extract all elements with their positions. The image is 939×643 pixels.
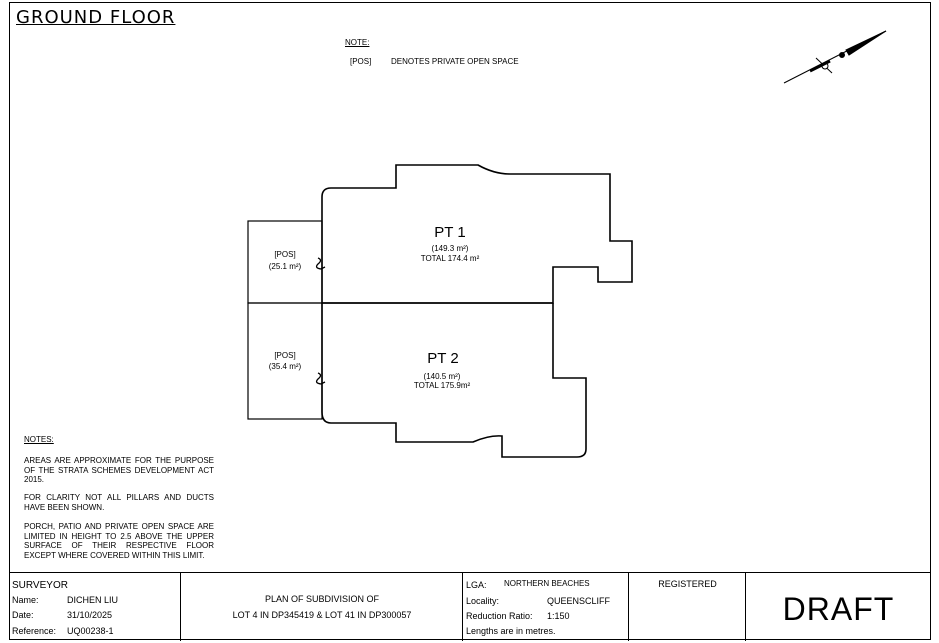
name-value: DICHEN LIU	[67, 595, 119, 605]
ratio-value: 1:150	[547, 611, 570, 621]
surveyor-cell: SURVEYOR Name: DICHEN LIU Date: 31/10/20…	[9, 573, 181, 641]
drawing-frame	[9, 2, 931, 640]
draft-cell: DRAFT	[746, 573, 931, 641]
lot-pt1-area: (149.3 m²)	[431, 244, 469, 253]
title-block: SURVEYOR Name: DICHEN LIU Date: 31/10/20…	[9, 572, 931, 641]
lot-pt2-boundary	[321, 303, 587, 458]
plan-title-cell: PLAN OF SUBDIVISION OF LOT 4 IN DP345419…	[181, 573, 463, 641]
lga-label: LGA:	[466, 580, 487, 590]
notes-heading: NOTES:	[24, 435, 54, 444]
pos2-area: (35.4 m²)	[268, 362, 302, 371]
units-note: Lengths are in metres.	[466, 626, 556, 636]
door-symbol-2	[315, 372, 326, 385]
plan-lots: LOT 4 IN DP345419 & LOT 41 IN DP300057	[232, 610, 412, 620]
lot-pt2-total: TOTAL 175.9m²	[413, 381, 471, 390]
lot-pt1-label: PT 1	[434, 224, 466, 241]
pos2-label: [POS]	[274, 351, 296, 360]
ratio-label: Reduction Ratio:	[466, 611, 533, 621]
reference-label: Reference:	[12, 626, 57, 636]
reference-value: UQ00238-1	[67, 626, 114, 636]
pos1-area: (25.1 m²)	[268, 262, 302, 271]
pos-area-2	[247, 302, 323, 420]
date-label: Date:	[12, 610, 34, 620]
legend-heading: NOTE:	[345, 38, 370, 47]
surveyor-heading: SURVEYOR	[12, 580, 68, 591]
north-arrow-icon	[783, 30, 887, 84]
lot-pt1-boundary	[321, 164, 633, 304]
lot-pt2-label: PT 2	[427, 350, 459, 367]
registered-label: REGISTERED	[658, 579, 717, 589]
locality-value: QUEENSCLIFF	[547, 596, 611, 606]
door-symbol-1	[315, 257, 326, 270]
lga-value: NORTHERN BEACHES	[504, 579, 590, 588]
name-label: Name:	[12, 595, 39, 605]
legend-code: [POS]	[350, 57, 372, 66]
note-item: FOR CLARITY NOT ALL PILLARS AND DUCTS HA…	[24, 493, 214, 512]
lot-pt1-total: TOTAL 174.4 m²	[420, 254, 480, 263]
sheet-title: GROUND FLOOR	[16, 7, 176, 28]
lot-pt2-area: (140.5 m²)	[423, 372, 461, 381]
draft-stamp: DRAFT	[782, 591, 895, 627]
note-item: PORCH, PATIO AND PRIVATE OPEN SPACE ARE …	[24, 522, 214, 560]
locality-cell: LGA: NORTHERN BEACHES Locality: QUEENSCL…	[463, 573, 629, 641]
date-value: 31/10/2025	[67, 610, 113, 620]
note-item: AREAS ARE APPROXIMATE FOR THE PURPOSE OF…	[24, 456, 214, 484]
plan-title: PLAN OF SUBDIVISION OF	[264, 594, 380, 604]
registered-cell: REGISTERED	[629, 573, 746, 641]
pos1-label: [POS]	[274, 250, 296, 259]
legend-description: DENOTES PRIVATE OPEN SPACE	[391, 57, 519, 66]
locality-label: Locality:	[466, 596, 500, 606]
